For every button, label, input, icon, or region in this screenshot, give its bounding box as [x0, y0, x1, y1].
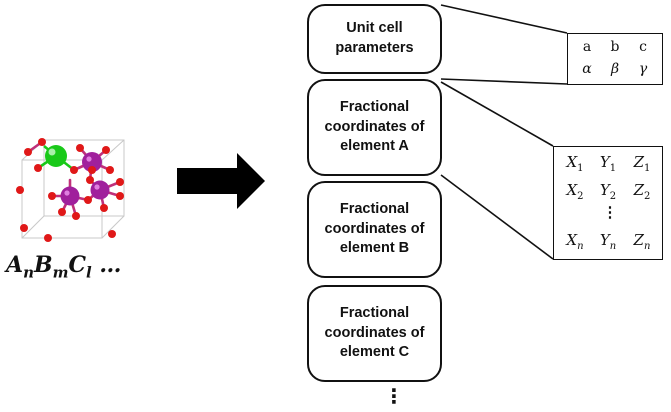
coord-y2: Y2 — [599, 181, 617, 202]
lattice-alpha: α — [582, 61, 592, 77]
formula-element-a: A — [6, 252, 24, 278]
lattice-c: c — [639, 39, 647, 55]
lattice-b: b — [610, 39, 620, 55]
coord-yn: Yn — [599, 231, 617, 252]
coord-z1: Z1 — [633, 153, 651, 174]
connector-unit-cell-top — [440, 4, 568, 34]
formula-subscript-n: n — [23, 263, 34, 282]
coord-vertical-dots: ⋮ — [602, 203, 618, 221]
chemical-formula: AnBmCl … — [6, 252, 121, 281]
connector-unit-cell-bottom — [440, 78, 568, 85]
formula-subscript-l: l — [85, 263, 92, 282]
lattice-parameter-table: a b c α β γ — [567, 33, 663, 85]
continuation-dots: ⋮ — [384, 384, 404, 408]
formula-subscript-m: m — [52, 263, 69, 282]
box-unit-cell-label: Unit cell parameters — [335, 20, 414, 56]
right-arrow-icon — [177, 153, 265, 209]
lattice-a: a — [582, 39, 592, 55]
box-element-a: Fractional coordinates of element A — [307, 79, 442, 176]
box-element-a-label: Fractional coordinates of element A — [324, 99, 425, 155]
formula-element-c: C — [68, 252, 86, 278]
formula-element-b: B — [33, 252, 53, 278]
coord-x2: X2 — [566, 181, 584, 202]
coord-x1: X1 — [566, 153, 584, 174]
coord-y1: Y1 — [599, 153, 617, 174]
coordinate-table: X1 Y1 Z1 X2 Y2 Z2 ⋮ Xn Yn Zn — [553, 146, 663, 260]
lattice-beta: β — [610, 61, 620, 77]
box-element-b: Fractional coordinates of element B — [307, 181, 442, 278]
box-element-b-label: Fractional coordinates of element B — [324, 201, 425, 257]
crystal-structure-image — [16, 138, 125, 242]
connector-element-a-bottom — [440, 174, 554, 260]
box-unit-cell: Unit cell parameters — [307, 4, 442, 74]
coord-z2: Z2 — [633, 181, 651, 202]
connector-element-a-top — [440, 81, 554, 147]
coord-zn: Zn — [633, 231, 651, 252]
lattice-gamma: γ — [638, 61, 648, 77]
formula-ellipsis: … — [91, 252, 122, 278]
box-element-c: Fractional coordinates of element C — [307, 285, 442, 382]
coord-xn: Xn — [566, 231, 584, 252]
box-element-c-label: Fractional coordinates of element C — [324, 305, 425, 361]
